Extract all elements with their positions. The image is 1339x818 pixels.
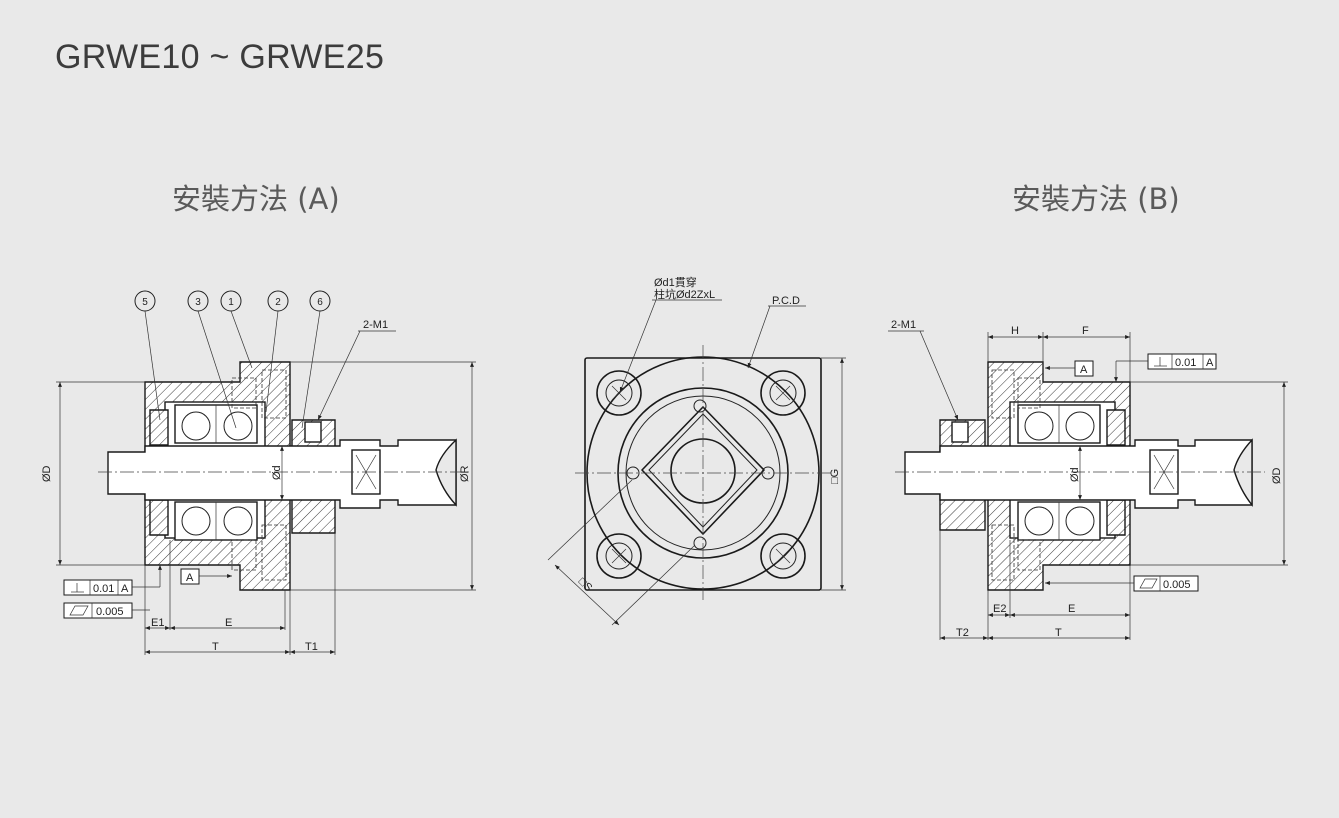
method-a-title: 安裝方法 (A)	[172, 182, 340, 216]
outer-dia-label-a: ØD	[41, 465, 53, 482]
outer-dia-label-b: ØD	[1271, 467, 1283, 484]
e-label-b: E	[1068, 603, 1075, 615]
t1-label: T1	[305, 641, 318, 653]
f-label: F	[1082, 325, 1089, 337]
e-label-a: E	[225, 617, 232, 629]
datum-flag-a: A	[186, 572, 194, 584]
square-s-label: □S	[576, 576, 594, 594]
e1-label: E1	[151, 617, 164, 629]
t-label-b: T	[1055, 627, 1062, 639]
bore-dia-label-a: ØR	[459, 465, 471, 482]
flatness-value-b: 0.005	[1163, 579, 1191, 591]
perp-datum-b: A	[1206, 357, 1214, 369]
flatness-value-a: 0.005	[96, 606, 124, 618]
page-title: GRWE10 ~ GRWE25	[55, 38, 385, 76]
thread-callout-a: 2-M1	[363, 319, 388, 331]
thread-callout-b: 2-M1	[891, 319, 916, 331]
balloon-6-label: 6	[317, 297, 323, 308]
balloon-5-label: 5	[142, 297, 148, 308]
balloon-2-label: 2	[275, 297, 281, 308]
t2-label: T2	[956, 627, 969, 639]
view-a-section	[56, 290, 476, 655]
front-view	[547, 299, 846, 626]
perp-value-b: 0.01	[1175, 357, 1196, 369]
t-label-a: T	[212, 641, 219, 653]
h-label: H	[1011, 325, 1019, 337]
balloon-3-label: 3	[195, 297, 201, 308]
e2-label: E2	[993, 603, 1006, 615]
square-g-label: □G	[829, 469, 841, 484]
view-b-labels: 2-M1 H F Ød ØD E2 E T2 T A 0.01 A 0.005	[891, 319, 1283, 639]
pcd-label: P.C.D	[772, 295, 800, 307]
hole-note-line2: 柱坑Ød2ZxL	[654, 287, 715, 301]
shaft-dia-label-b: Ød	[1069, 467, 1081, 482]
front-view-labels: Ød1貫穿 柱坑Ød2ZxL P.C.D □G □S	[576, 275, 841, 594]
method-b-title: 安裝方法 (B)	[1012, 182, 1180, 216]
perp-datum-a: A	[121, 583, 129, 595]
shaft-dia-label-a: Ød	[271, 465, 283, 480]
balloon-1-label: 1	[228, 297, 234, 308]
datum-flag-b: A	[1080, 364, 1088, 376]
view-b-section	[888, 330, 1288, 640]
view-a-labels: 5 3 1 2 6 2-M1 ØD Ød ØR E1 E T T1 0.01 A…	[41, 297, 471, 653]
hole-note-line1: Ød1貫穿	[654, 275, 697, 289]
perp-value-a: 0.01	[93, 583, 114, 595]
